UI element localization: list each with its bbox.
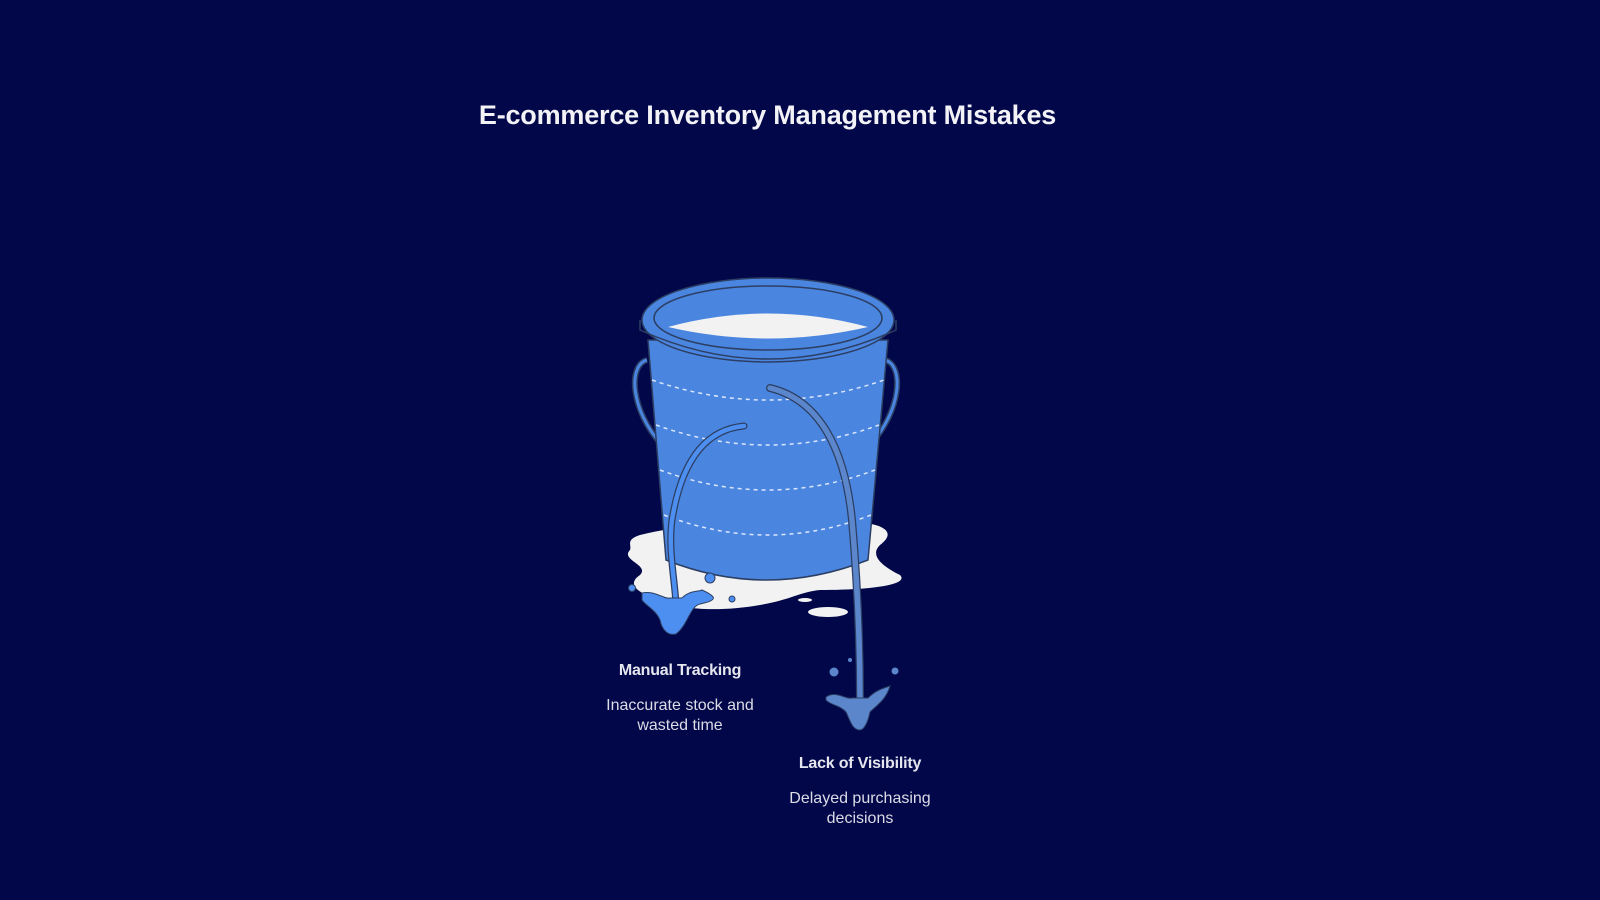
bucket-body (647, 339, 889, 581)
page-title: E-commerce Inventory Management Mistakes (478, 100, 1057, 130)
leak-description: Delayed purchasing decisions (789, 790, 931, 827)
leak-card-manual-tracking: Manual Tracking Inaccurate stock and was… (590, 662, 770, 736)
leak-card-lack-of-visibility: Lack of Visibility Delayed purchasing de… (770, 755, 950, 829)
splash-lack-of-visibility (825, 685, 891, 731)
leak-title: Manual Tracking (618, 662, 742, 679)
leak-description: Inaccurate stock and wasted time (606, 697, 754, 734)
splash-manual-tracking (641, 589, 714, 635)
leak-title: Lack of Visibility (798, 755, 922, 772)
